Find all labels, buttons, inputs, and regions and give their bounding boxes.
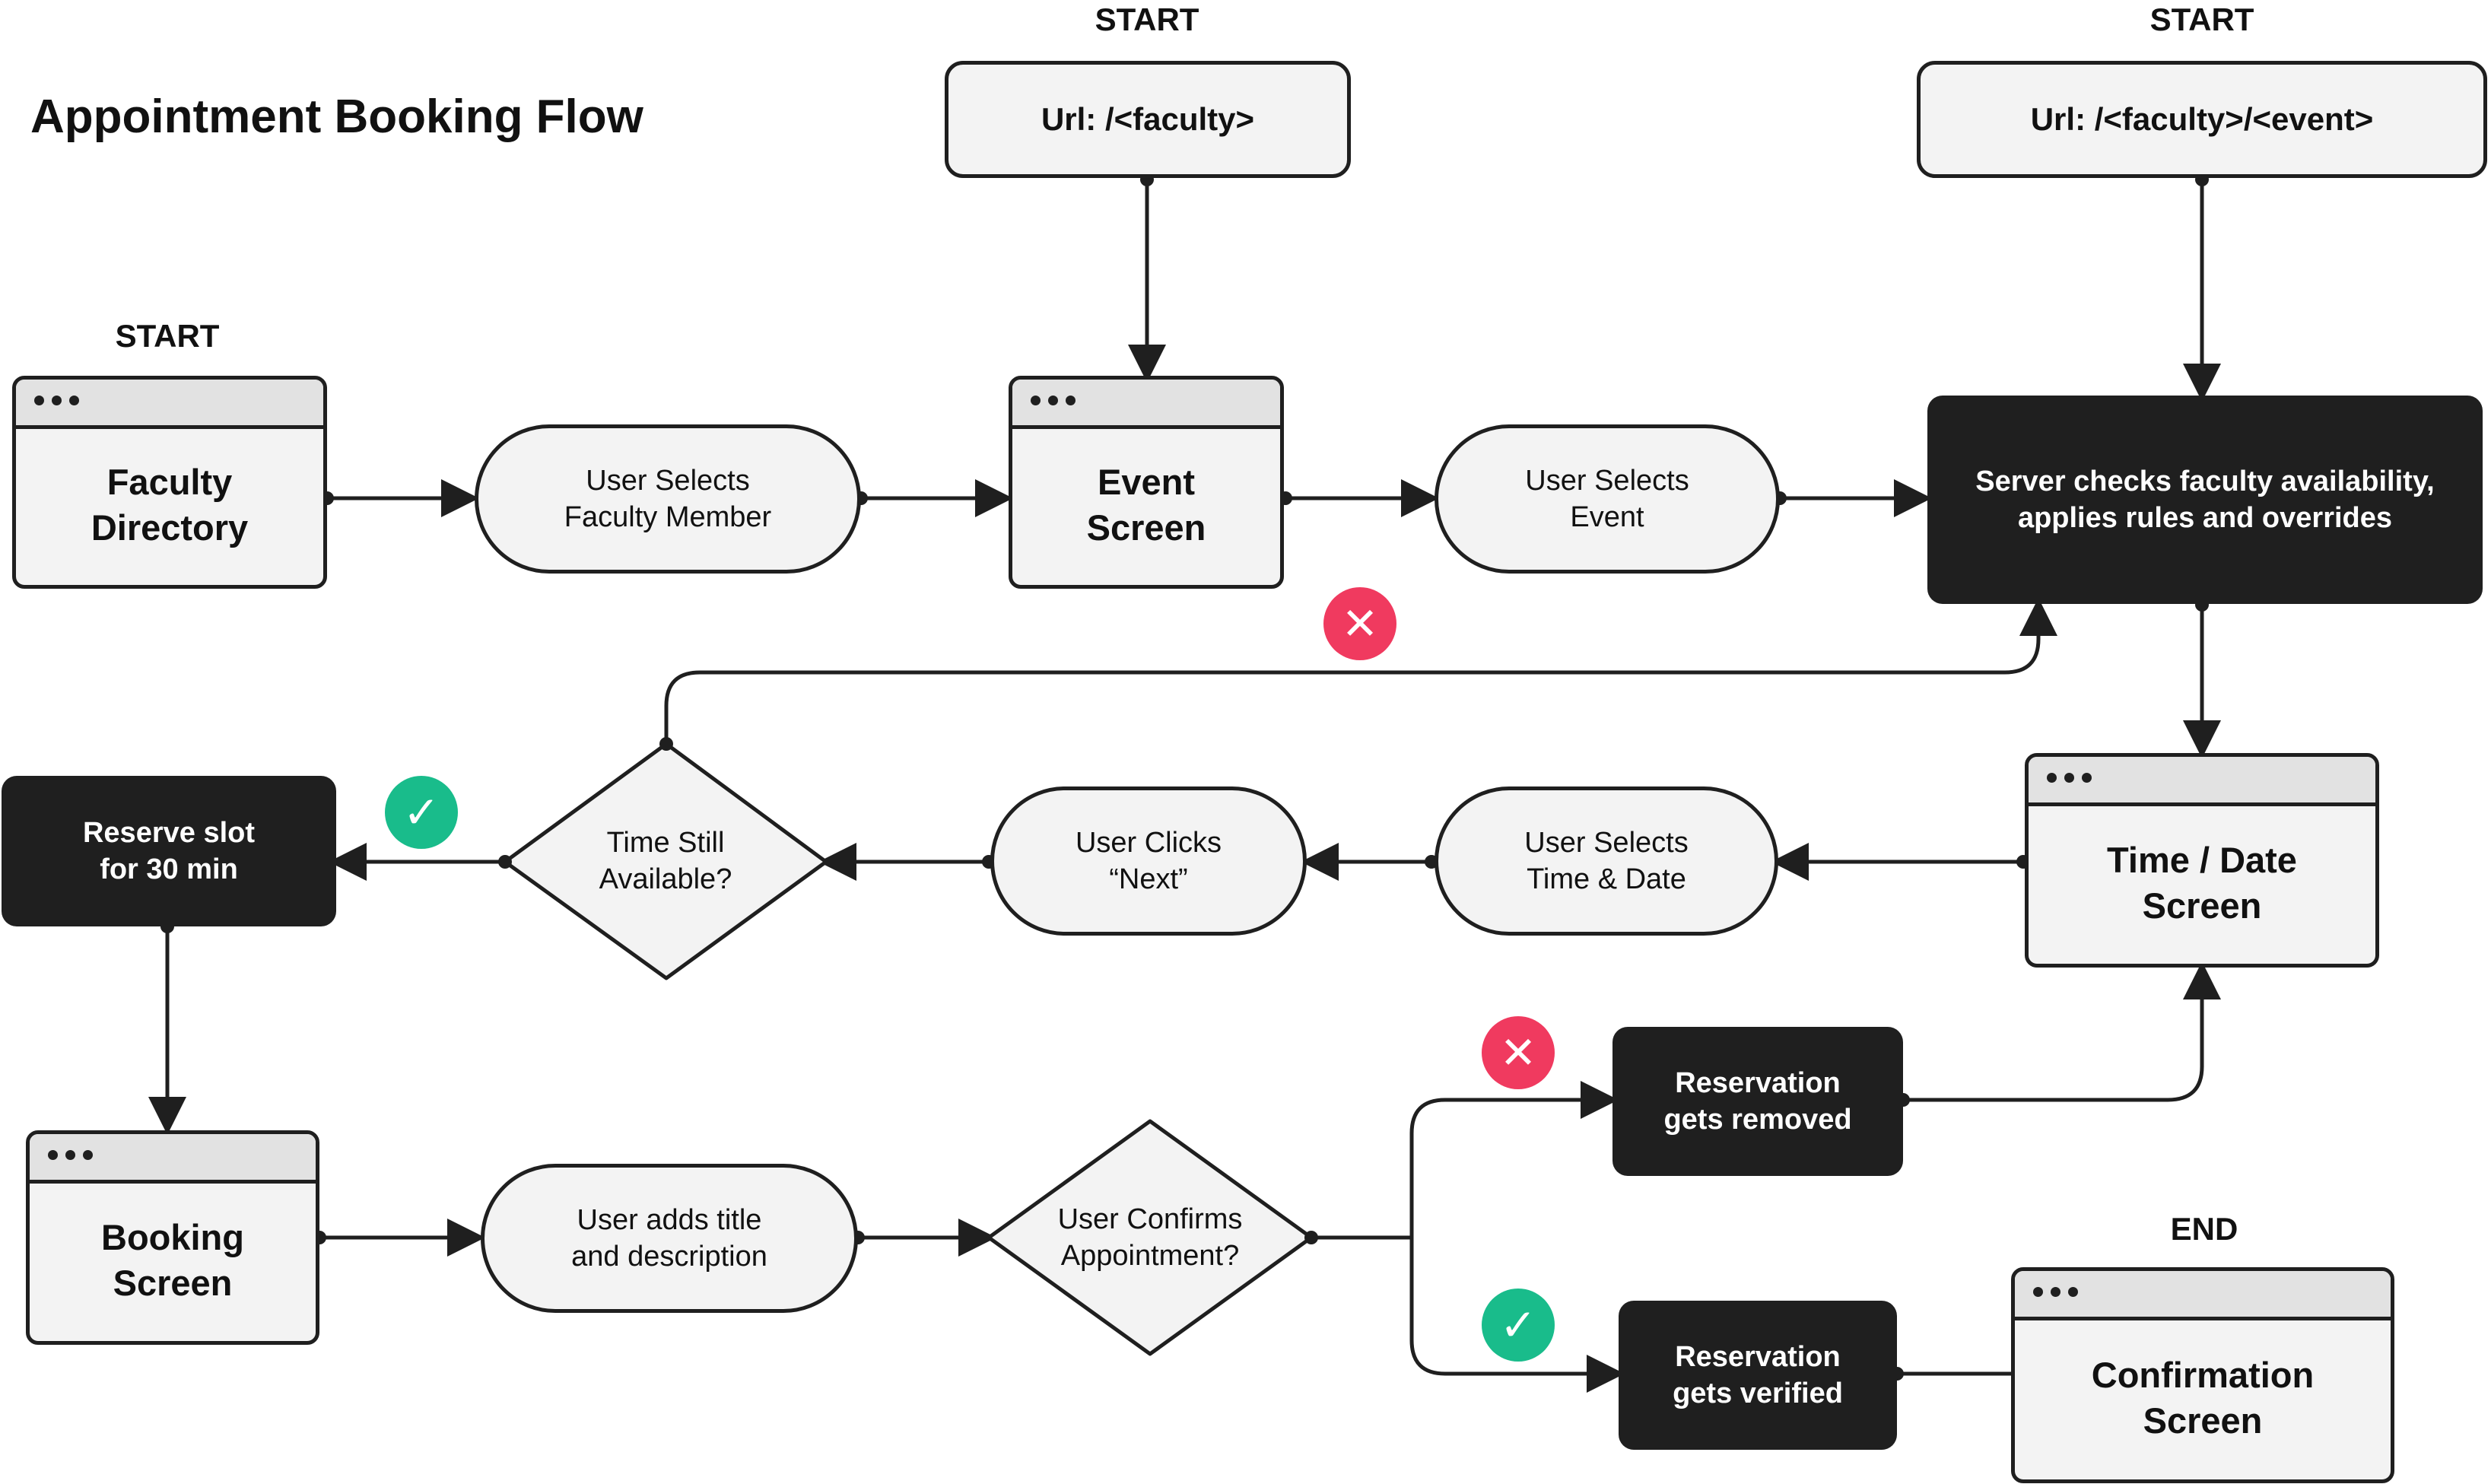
window-dots-icon: [34, 396, 79, 405]
reservation-verified-label: Reservation gets verified: [1673, 1341, 1843, 1409]
booking-screen-label: Booking Screen: [101, 1217, 244, 1303]
start-tag-url-faculty-event: START: [2149, 2, 2254, 37]
event-screen: Event Screen: [1009, 376, 1284, 589]
start-tag-directory: START: [115, 318, 220, 354]
edge-availability-loop-to-server: [664, 598, 2057, 744]
edge-confirm-to-removed: [1311, 1081, 1619, 1240]
url-faculty-label: Url: /<faculty>: [1041, 101, 1255, 137]
diagram-title: Appointment Booking Flow: [30, 91, 643, 143]
reservation-verified-process: Reservation gets verified: [1619, 1301, 1897, 1450]
decision-confirm-shape: [987, 1119, 1314, 1356]
click-next-label: User Clicks “Next”: [1075, 827, 1222, 895]
check-icon: ✓: [385, 776, 458, 849]
reservation-removed-process: Reservation gets removed: [1612, 1027, 1903, 1176]
window-dots-icon: [2033, 1287, 2078, 1297]
error-x-icon: ✕: [1482, 1016, 1555, 1089]
event-screen-label: Event Screen: [1086, 462, 1206, 548]
select-time-date-label: User Selects Time & Date: [1524, 827, 1689, 895]
window-dots-icon: [1031, 396, 1076, 405]
select-time-date-action: User Selects Time & Date: [1435, 786, 1778, 936]
click-next-action: User Clicks “Next”: [990, 786, 1307, 936]
error-x-icon: ✕: [1323, 587, 1396, 660]
confirmation-screen-label: Confirmation Screen: [2091, 1355, 2315, 1441]
user-confirms-decision: User Confirms Appointment?: [1057, 1203, 1243, 1272]
confirmation-screen: Confirmation Screen: [2011, 1267, 2394, 1483]
window-title-bar: [2015, 1271, 2391, 1320]
window-title-bar: [2029, 757, 2375, 806]
reservation-removed-label: Reservation gets removed: [1663, 1067, 1852, 1136]
faculty-directory-label: Faculty Directory: [91, 462, 249, 548]
check-icon: ✓: [1482, 1289, 1555, 1362]
select-event-action: User Selects Event: [1435, 424, 1780, 574]
window-dots-icon: [48, 1150, 93, 1160]
server-check-process: Server checks faculty availability, appl…: [1927, 396, 2483, 604]
select-faculty-action: User Selects Faculty Member: [475, 424, 861, 574]
select-faculty-label: User Selects Faculty Member: [564, 465, 772, 533]
start-tag-url-faculty: START: [1095, 2, 1199, 37]
time-still-available-decision: Time Still Available?: [599, 827, 732, 895]
end-tag-confirmation: END: [2170, 1211, 2238, 1247]
reserve-slot-label: Reserve slot for 30 min: [82, 817, 255, 885]
time-date-screen-label: Time / Date Screen: [2107, 840, 2297, 926]
reserve-slot-process: Reserve slot for 30 min: [2, 776, 336, 926]
window-title-bar: [1012, 380, 1280, 429]
server-check-label: Server checks faculty availability, appl…: [1975, 466, 2435, 534]
faculty-directory-screen: Faculty Directory: [12, 376, 327, 589]
window-dots-icon: [2047, 773, 2092, 783]
time-date-screen: Time / Date Screen: [2025, 753, 2379, 968]
edge-removed-to-time-date: [1903, 961, 2221, 1102]
edge-confirm-to-verified: [1409, 1238, 1625, 1393]
url-faculty-event-node: Url: /<faculty>/<event>: [1917, 61, 2487, 178]
window-title-bar: [30, 1134, 316, 1184]
add-title-description-action: User adds title and description: [481, 1164, 858, 1313]
select-event-label: User Selects Event: [1525, 465, 1689, 533]
add-title-description-label: User adds title and description: [571, 1204, 767, 1273]
booking-screen: Booking Screen: [26, 1130, 319, 1345]
url-faculty-node: Url: /<faculty>: [945, 61, 1351, 178]
window-title-bar: [16, 380, 323, 429]
url-faculty-event-label: Url: /<faculty>/<event>: [2030, 101, 2374, 137]
decision-availability-shape: [503, 742, 828, 980]
